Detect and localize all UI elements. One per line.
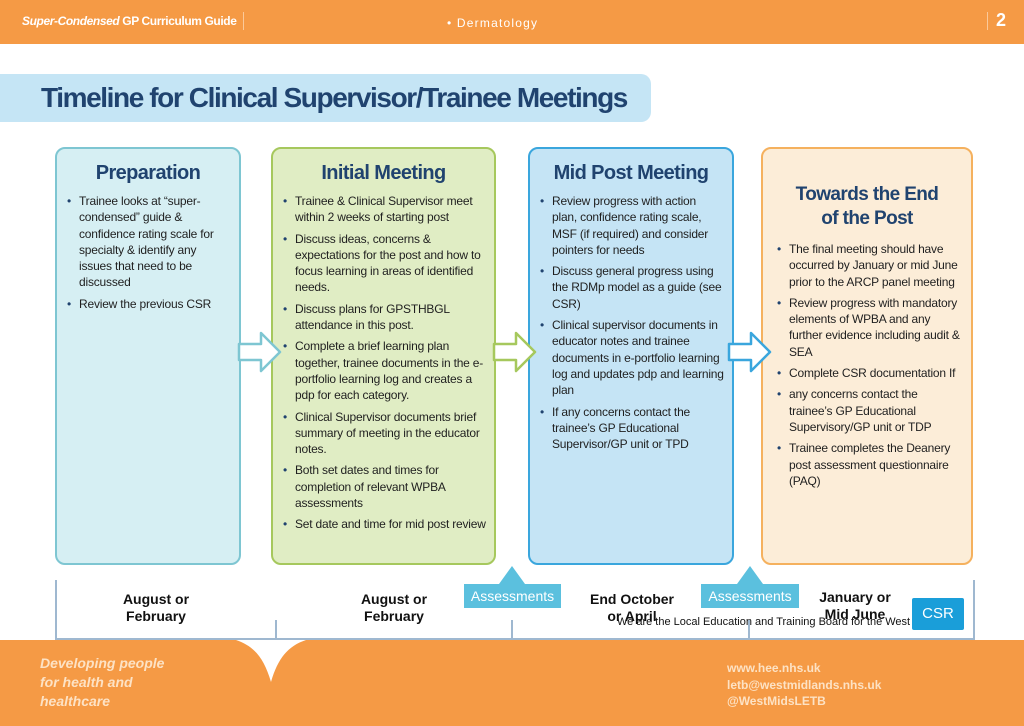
badge-pointer <box>737 566 763 584</box>
list-item: Discuss general progress using the RDMp … <box>540 263 724 312</box>
timeline-date-line: August or <box>360 591 428 607</box>
timeline-date-line: or April <box>607 608 657 624</box>
footer-notch <box>236 640 306 682</box>
list-item: Clinical Supervisor documents brief summ… <box>283 409 486 458</box>
arrow-right-icon <box>237 331 282 373</box>
panel-end-of-post: Towards the End of the Post The final me… <box>761 147 973 565</box>
panel-mid-post-meeting: Mid Post Meeting Review progress with ac… <box>528 147 734 565</box>
website-link[interactable]: www.hee.nhs.uk <box>727 661 821 675</box>
header-bar: Super-Condensed GP Curriculum Guide • De… <box>0 0 1024 44</box>
list-item: Review progress with mandatory elements … <box>777 295 963 360</box>
timeline-date-line: January or <box>819 589 891 605</box>
bullet-list: Trainee & Clinical Supervisor meet withi… <box>273 193 494 533</box>
timeline-date: End October or April <box>572 591 692 625</box>
csr-badge: CSR <box>912 598 964 630</box>
list-item: If any concerns contact the trainee’s GP… <box>540 404 724 453</box>
tagline-line: for health and <box>40 674 133 690</box>
timeline-tick <box>275 620 277 640</box>
timeline-tick <box>748 620 750 640</box>
list-item: Review progress with action plan, confid… <box>540 193 724 258</box>
list-item: Clinical supervisor documents in educato… <box>540 317 724 398</box>
timeline-tick <box>511 620 513 640</box>
lete-statement: We are the Local Education and Training … <box>617 616 958 628</box>
bullet-list: Review progress with action plan, confid… <box>530 193 732 452</box>
list-item: Trainee & Clinical Supervisor meet withi… <box>283 193 486 226</box>
timeline-axis <box>55 638 975 640</box>
tagline-line: healthcare <box>40 693 111 709</box>
panel-heading-line: Towards the End <box>795 184 939 205</box>
section-name: • Dermatology <box>447 16 539 30</box>
timeline-date: August or February <box>334 591 454 625</box>
list-item: Review the previous CSR <box>67 296 231 313</box>
list-item: The final meeting should have occurred b… <box>777 241 963 290</box>
arrow-right-icon <box>727 331 772 373</box>
timeline-date-line: Mid June <box>824 606 886 622</box>
list-item: Complete CSR documentation If <box>777 365 963 382</box>
bullet-list: The final meeting should have occurred b… <box>763 241 971 489</box>
footer-contact: www.hee.nhs.uk letb@westmidlands.nhs.uk … <box>727 660 881 710</box>
badge-pointer <box>499 566 525 584</box>
panel-heading-line: of the Post <box>821 208 913 229</box>
page-number: 2 <box>996 10 1007 30</box>
list-item: Discuss ideas, concerns & expectations f… <box>283 231 486 296</box>
timeline-tick <box>55 580 57 640</box>
guide-title-italic: Super-Condensed <box>22 14 120 28</box>
assessments-badge: Assessments <box>701 584 799 608</box>
arrow-right-icon <box>492 331 537 373</box>
list-item: Complete a brief learning plan together,… <box>283 338 486 403</box>
panel-initial-meeting: Initial Meeting Trainee & Clinical Super… <box>271 147 496 565</box>
assessments-badge: Assessments <box>464 584 561 608</box>
list-item: Set date and time for mid post review <box>283 516 486 533</box>
panel-heading: Preparation <box>95 162 201 184</box>
timeline-date-line: February <box>126 608 186 624</box>
panel-heading: Initial Meeting <box>321 162 446 184</box>
panel-preparation: Preparation Trainee looks at “super-cond… <box>55 147 241 565</box>
email-link[interactable]: letb@westmidlands.nhs.uk <box>727 677 882 692</box>
list-item: any concerns contact the trainee’s GP Ed… <box>777 386 963 435</box>
title-bar: Timeline for Clinical Supervisor/Trainee… <box>0 74 651 122</box>
page-title: Timeline for Clinical Supervisor/Trainee… <box>41 82 628 113</box>
timeline-date-line: End October <box>589 591 674 607</box>
timeline-date-line: February <box>364 608 424 624</box>
timeline-date: August or February <box>96 591 216 625</box>
footer-tagline: Developing people for health and healthc… <box>40 654 164 711</box>
list-item: Both set dates and times for completion … <box>283 462 486 511</box>
list-item: Trainee looks at “super-condensed” guide… <box>67 193 231 291</box>
list-item: Discuss plans for GPSTHBGL attendance in… <box>283 301 486 334</box>
header-divider <box>243 12 244 30</box>
panel-heading: Towards the End of the Post <box>763 183 971 231</box>
bullet-list: Trainee looks at “super-condensed” guide… <box>57 193 239 312</box>
timeline-date: January or Mid June <box>795 589 915 623</box>
guide-title-rest: GP Curriculum Guide <box>119 14 237 28</box>
header-divider <box>987 12 988 30</box>
timeline-tick <box>973 580 975 640</box>
guide-title: Super-Condensed GP Curriculum Guide <box>22 14 237 28</box>
timeline-date-line: August or <box>122 591 190 607</box>
tagline-line: Developing people <box>40 655 165 671</box>
panel-heading: Mid Post Meeting <box>553 162 709 184</box>
twitter-handle[interactable]: @WestMidsLETB <box>727 694 826 708</box>
footer-bar <box>0 640 1024 726</box>
list-item: Trainee completes the Deanery post asses… <box>777 440 963 489</box>
